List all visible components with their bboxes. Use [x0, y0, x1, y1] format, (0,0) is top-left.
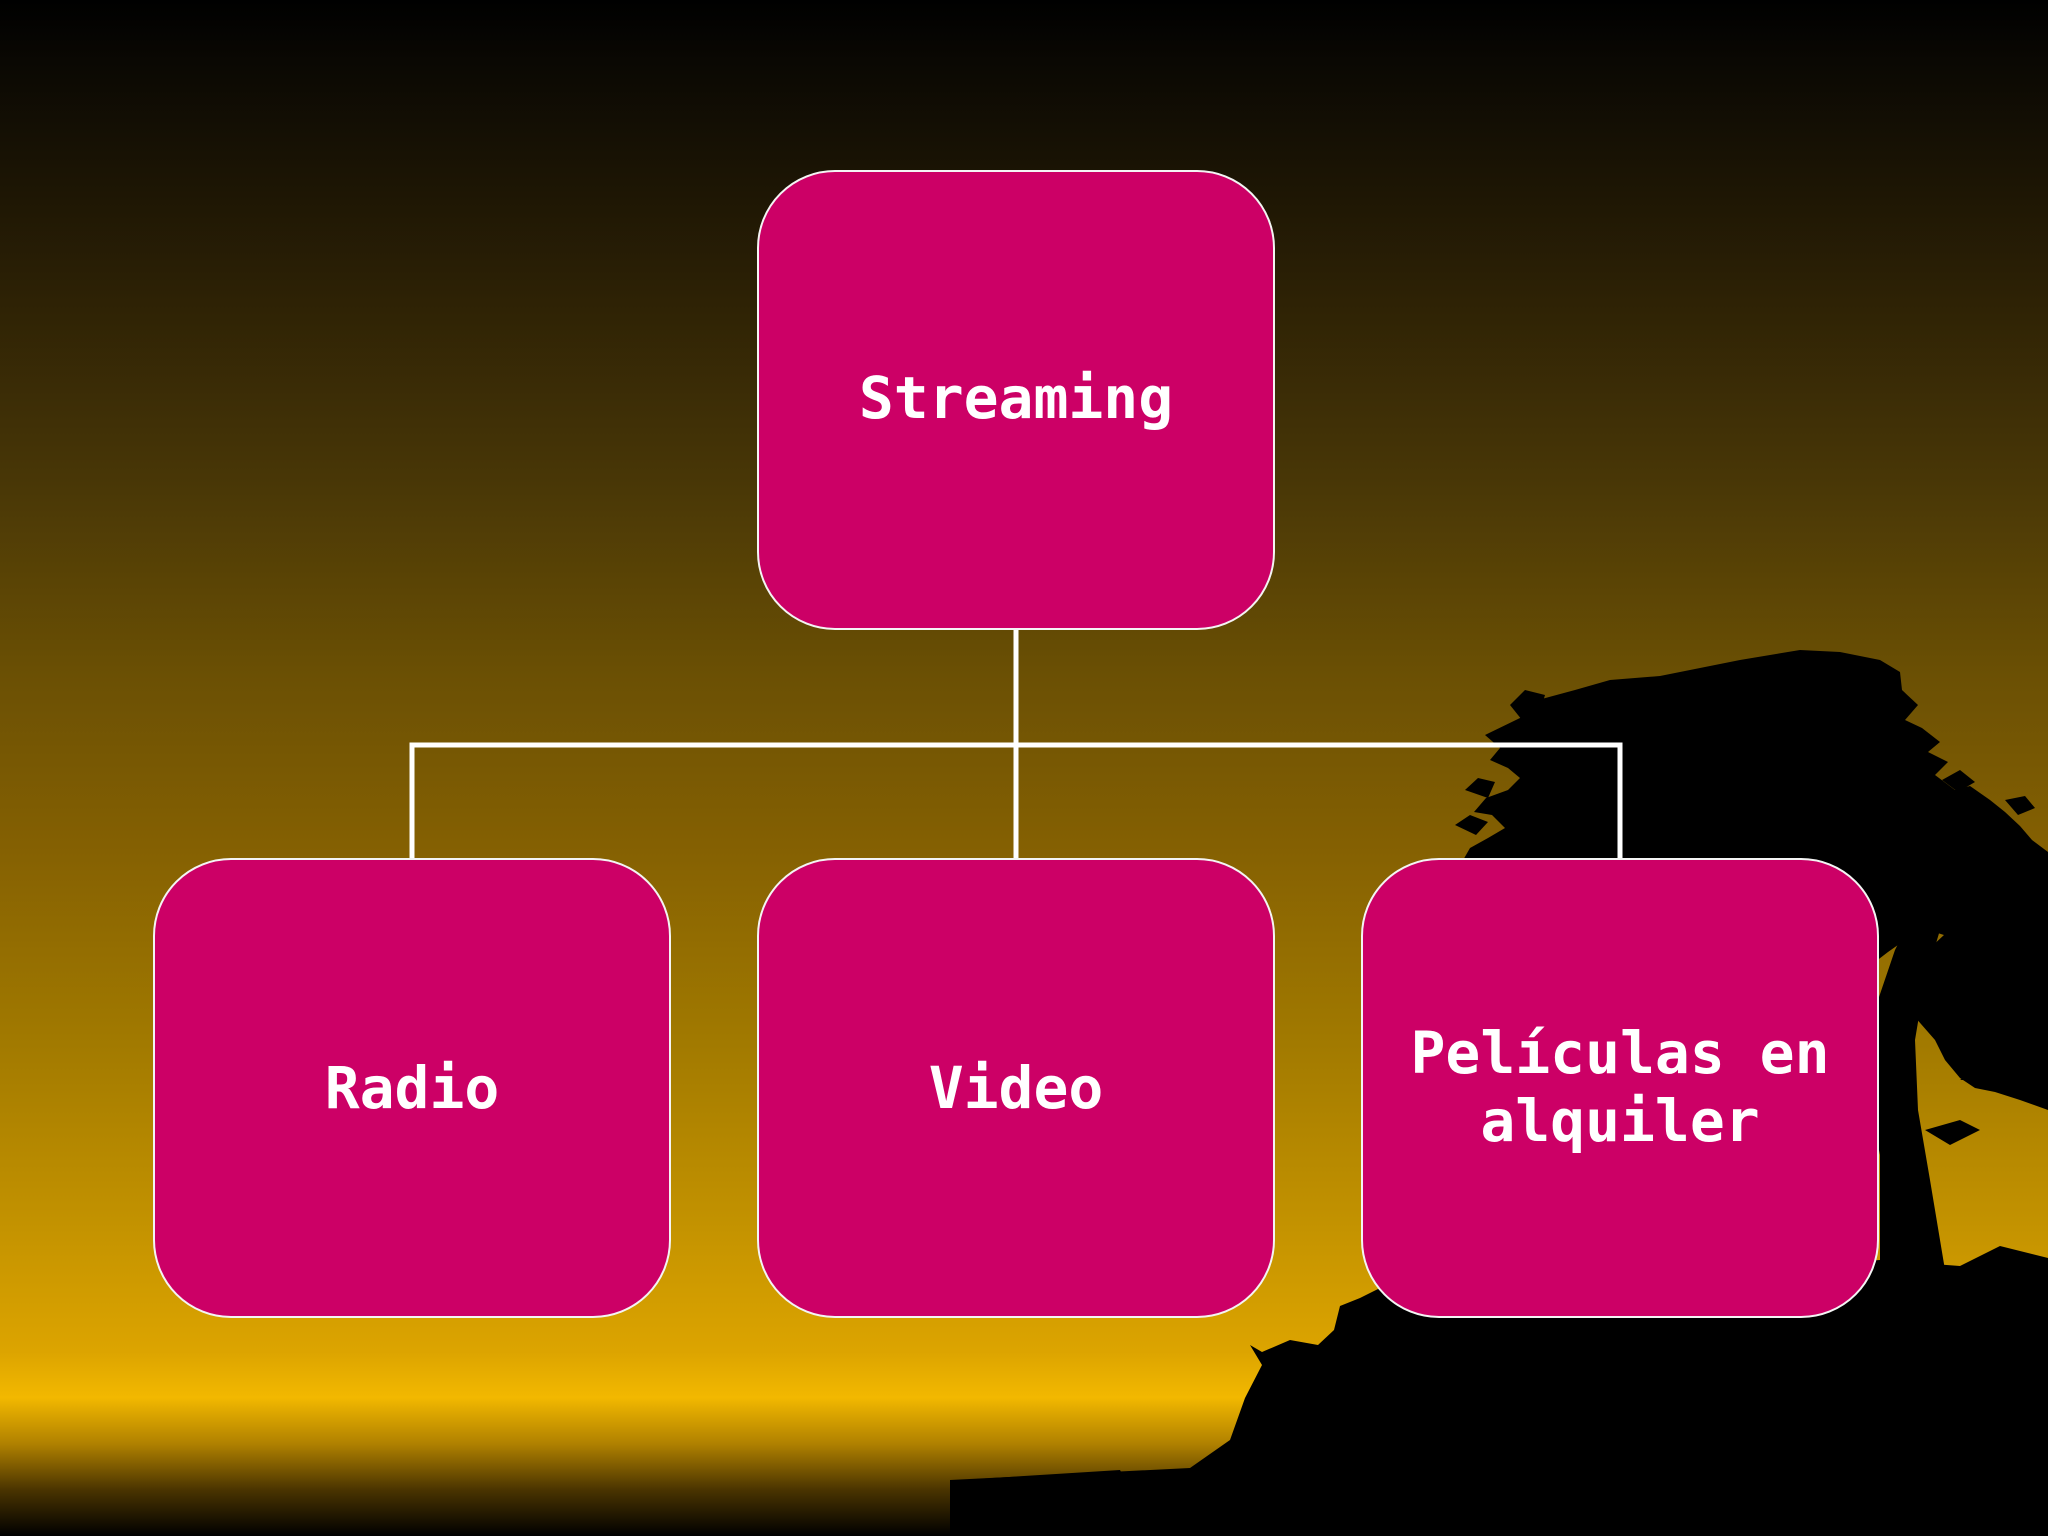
- node-video[interactable]: Video: [757, 858, 1275, 1318]
- node-radio-label: Radio: [324, 1054, 500, 1122]
- node-peliculas-en-alquiler[interactable]: Películas en alquiler: [1361, 858, 1879, 1318]
- node-video-label: Video: [928, 1054, 1104, 1122]
- node-peliculas-label: Películas en alquiler: [1410, 1019, 1830, 1155]
- node-streaming[interactable]: Streaming: [757, 170, 1275, 630]
- node-radio[interactable]: Radio: [153, 858, 671, 1318]
- node-streaming-label: Streaming: [858, 364, 1174, 432]
